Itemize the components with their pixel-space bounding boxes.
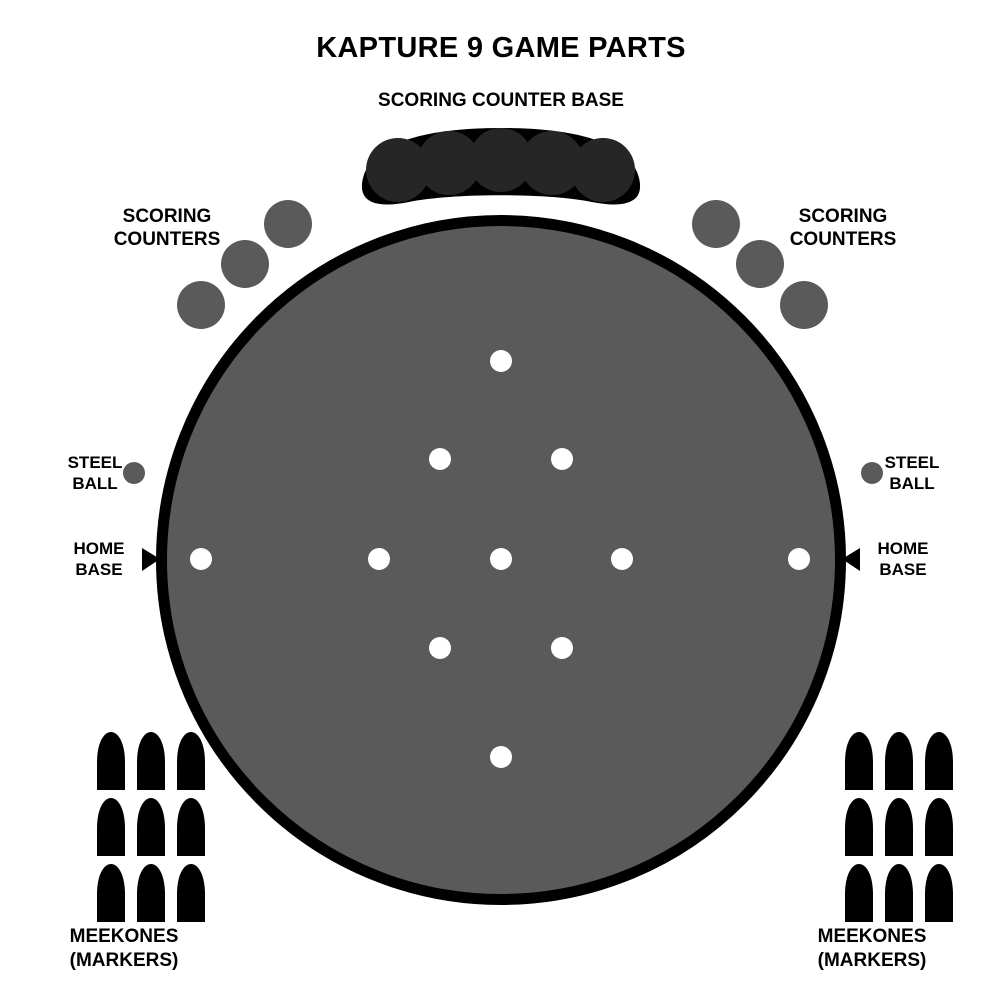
meekone-left-9[interactable] [177, 863, 205, 922]
counter-base-slot-4[interactable] [520, 131, 584, 195]
board-hole-group [190, 350, 810, 768]
scoring-counters-left-group[interactable] [177, 200, 312, 329]
meekone-right-7[interactable] [845, 863, 873, 922]
scoring-counter-left-1[interactable] [264, 200, 312, 248]
scoring-counter-base-label: SCORING COUNTER BASE [378, 90, 624, 111]
meekones-right-label-line1: MEEKONES [818, 926, 927, 947]
page-title: KAPTURE 9 GAME PARTS [316, 32, 686, 64]
scoring-counters-left-label-line1: SCORING [123, 206, 212, 227]
board-hole-upper-left[interactable] [429, 448, 451, 470]
meekone-right-9[interactable] [925, 863, 953, 922]
meekone-left-1[interactable] [97, 731, 125, 790]
scoring-counter-right-2[interactable] [736, 240, 784, 288]
meekone-right-3[interactable] [925, 731, 953, 790]
board-hole-home-left[interactable] [190, 548, 212, 570]
board-hole-upper-right[interactable] [551, 448, 573, 470]
meekone-left-3[interactable] [177, 731, 205, 790]
meekone-right-6[interactable] [925, 797, 953, 856]
board-hole-top-outer[interactable] [490, 350, 512, 372]
home-base-right-label-line2: BASE [879, 560, 926, 579]
steel-ball-left[interactable] [123, 462, 145, 484]
scoring-counter-base[interactable] [361, 128, 641, 205]
board-hole-bottom-outer[interactable] [490, 746, 512, 768]
meekones-left-label-line1: MEEKONES [70, 926, 179, 947]
steel-ball-right[interactable] [861, 462, 883, 484]
board-hole-mid-right[interactable] [611, 548, 633, 570]
meekones-right-label-line2: (MARKERS) [818, 950, 927, 971]
scoring-counters-left-label-line2: COUNTERS [114, 229, 221, 250]
board-hole-lower-right[interactable] [551, 637, 573, 659]
counter-base-slot-2[interactable] [417, 131, 481, 195]
counter-base-slot-5[interactable] [571, 138, 635, 202]
meekone-left-4[interactable] [97, 797, 125, 856]
board-hole-mid-left[interactable] [368, 548, 390, 570]
meekone-right-5[interactable] [885, 797, 913, 856]
scoring-counters-right-label-line2: COUNTERS [790, 229, 897, 250]
board-hole-lower-left[interactable] [429, 637, 451, 659]
meekone-left-6[interactable] [177, 797, 205, 856]
board-hole-center[interactable] [490, 548, 512, 570]
home-base-left-label-line2: BASE [75, 560, 122, 579]
steel-ball-right-label-line1: STEEL [885, 453, 940, 472]
meekone-left-5[interactable] [137, 797, 165, 856]
scoring-counters-right-group[interactable] [692, 200, 828, 329]
meekones-left-group[interactable] [97, 731, 205, 922]
steel-ball-right-label-line2: BALL [889, 474, 934, 493]
steel-ball-left-label-line2: BALL [72, 474, 117, 493]
meekone-right-8[interactable] [885, 863, 913, 922]
meekones-left-label-line2: (MARKERS) [70, 950, 179, 971]
home-base-right-label-line1: HOME [878, 539, 929, 558]
meekone-left-2[interactable] [137, 731, 165, 790]
scoring-counters-right-label-line1: SCORING [799, 206, 888, 227]
scoring-counter-right-1[interactable] [692, 200, 740, 248]
board-hole-home-right[interactable] [788, 548, 810, 570]
steel-ball-left-label-line1: STEEL [68, 453, 123, 472]
home-base-right-arrow-icon [842, 548, 860, 571]
meekones-right-group[interactable] [845, 731, 953, 922]
home-base-left-label-line1: HOME [74, 539, 125, 558]
meekone-right-1[interactable] [845, 731, 873, 790]
meekone-left-8[interactable] [137, 863, 165, 922]
home-base-left-arrow-icon [142, 548, 160, 571]
meekone-right-2[interactable] [885, 731, 913, 790]
meekone-left-7[interactable] [97, 863, 125, 922]
counter-base-slot-group [366, 128, 635, 202]
scoring-counter-right-3[interactable] [780, 281, 828, 329]
counter-base-slot-1[interactable] [366, 138, 430, 202]
scoring-counter-left-2[interactable] [221, 240, 269, 288]
scoring-counter-left-3[interactable] [177, 281, 225, 329]
meekone-right-4[interactable] [845, 797, 873, 856]
counter-base-slot-3[interactable] [469, 128, 533, 192]
